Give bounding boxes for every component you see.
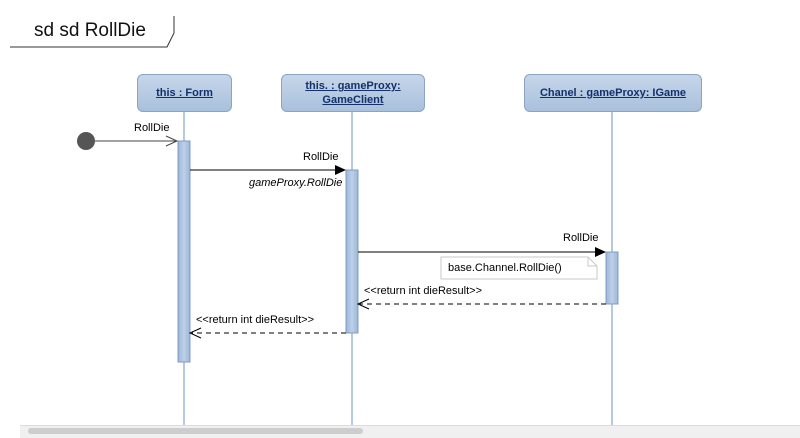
found-message-dot[interactable] <box>77 132 95 150</box>
activation-form[interactable] <box>177 140 191 363</box>
lifeline-header-igame[interactable]: Chanel : gameProxy: IGame <box>524 74 702 112</box>
lifeline-header-form[interactable]: this : Form <box>137 74 232 112</box>
msg-rolldie-to-proxy-label: RollDie <box>303 151 339 163</box>
activation-gameclient[interactable] <box>345 169 359 334</box>
note-text: base.Channel.RollDie() <box>448 262 562 274</box>
found-message-arrowhead <box>165 135 179 147</box>
return-from-channel-arrowhead <box>356 298 370 310</box>
lifeline-header-gameclient-label: this. : gameProxy: GameClient <box>305 79 400 107</box>
note-box[interactable] <box>440 256 598 280</box>
lifeline-header-igame-label: Chanel : gameProxy: IGame <box>539 87 687 99</box>
msg-rolldie-to-proxy-guard: gameProxy.RollDie <box>249 177 343 189</box>
found-message-label: RollDie <box>134 122 170 134</box>
lifeline-header-gameclient-line2: GameClient <box>322 94 384 106</box>
return-from-proxy-arrowhead <box>188 327 202 339</box>
frame-label-border <box>10 16 175 48</box>
activation-igame[interactable] <box>605 251 619 305</box>
frame-title: sd sd RollDie <box>34 20 146 41</box>
msg-rolldie-to-channel-arrowhead <box>595 247 606 257</box>
msg-rolldie-to-channel-label: RollDie <box>563 232 599 244</box>
horizontal-scrollbar[interactable] <box>20 425 800 438</box>
scrollbar-thumb[interactable] <box>28 428 363 434</box>
msg-rolldie-to-proxy-arrowhead <box>335 165 346 175</box>
lifeline-header-gameclient[interactable]: this. : gameProxy: GameClient <box>281 74 425 112</box>
note-box-fold <box>587 257 597 267</box>
lifeline-header-gameclient-line1: this. : gameProxy: <box>305 80 401 92</box>
return-from-proxy-label: <<return int dieResult>> <box>196 314 315 326</box>
lifeline-header-form-label: this : Form <box>156 87 213 99</box>
return-from-channel-label: <<return int dieResult>> <box>364 285 483 297</box>
